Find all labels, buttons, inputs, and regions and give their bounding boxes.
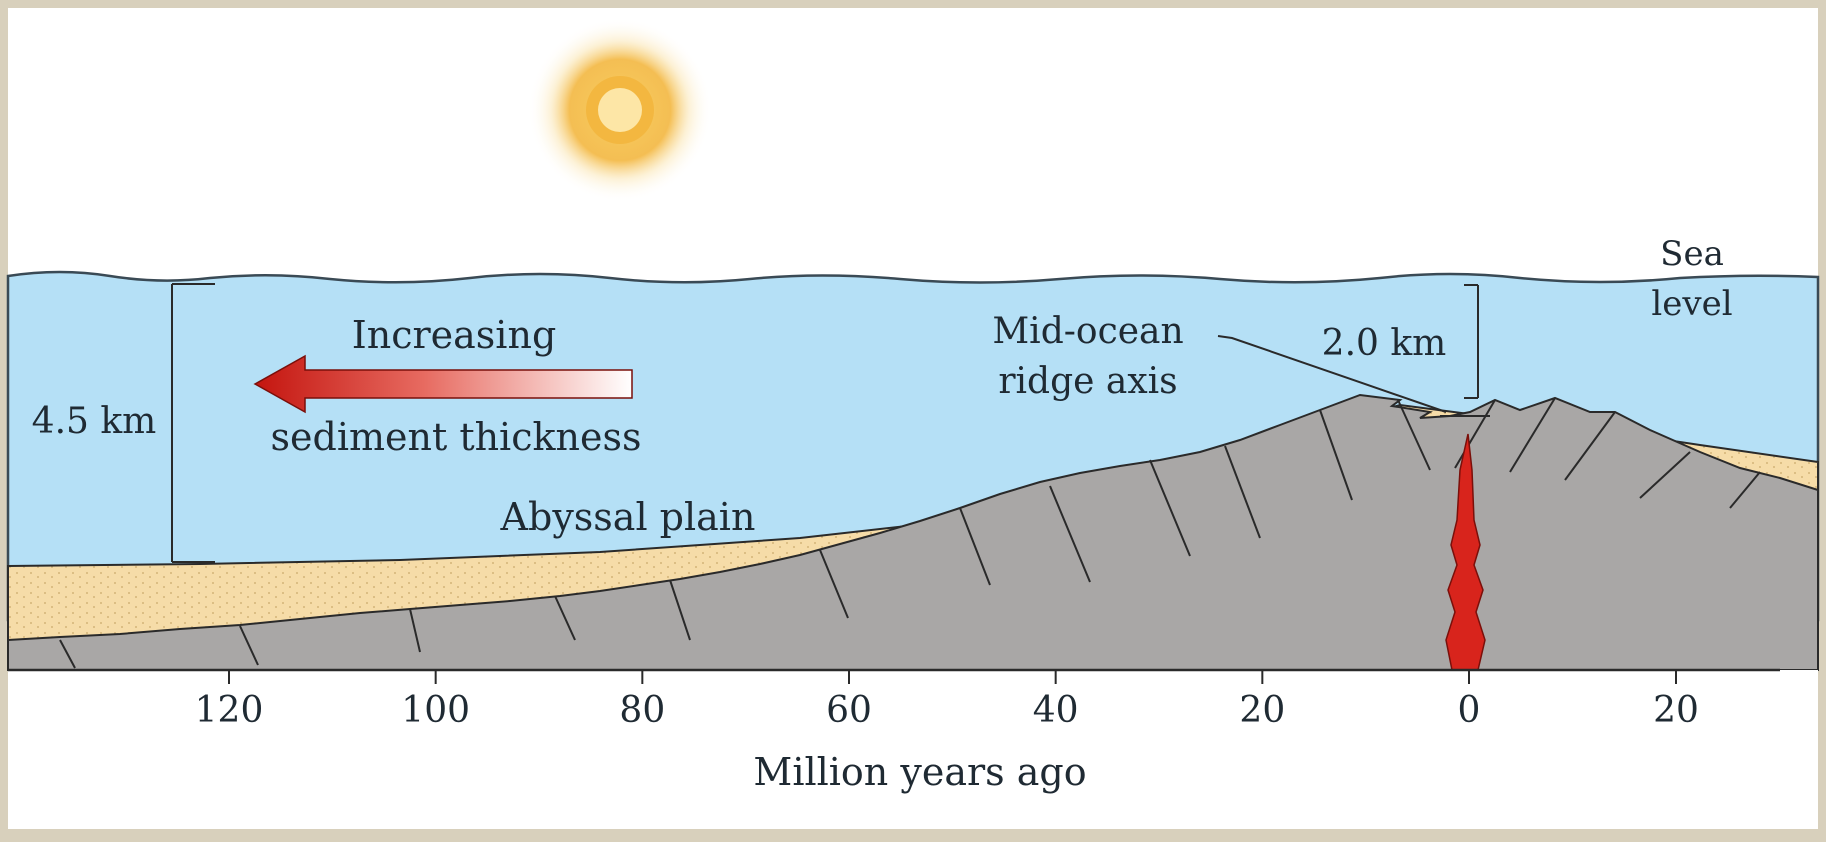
ridge-axis-label-line1: Mid-ocean (992, 311, 1183, 352)
x-tick-label: 20 (1653, 690, 1699, 731)
x-tick-label: 0 (1458, 690, 1481, 731)
fault-blocks (59, 397, 1761, 669)
abyssal-plain-label: Abyssal plain (500, 495, 756, 539)
ridge-depth-bracket (1440, 284, 1490, 417)
x-axis-title: Million years ago (753, 750, 1086, 794)
ridge-axis-label-line2: ridge axis (998, 361, 1177, 402)
x-axis-ticks: 120 100 80 60 40 20 0 20 (195, 670, 1699, 731)
sun-icon (528, 18, 712, 202)
x-tick-label: 20 (1239, 690, 1285, 731)
oceanic-crust (7, 393, 1819, 671)
ridge-axis-leader (1217, 335, 1447, 413)
x-tick-label: 60 (826, 690, 872, 731)
plain-depth-label: 4.5 km (32, 401, 157, 442)
sea-level-label-line2: level (1651, 284, 1732, 324)
x-tick-label: 40 (1033, 690, 1079, 731)
sediment-arrow-label-line2: sediment thickness (271, 415, 642, 459)
ridge-depth-label: 2.0 km (1322, 323, 1447, 364)
sediment-arrow-label-line1: Increasing (352, 313, 557, 357)
sediment-arrow-icon (253, 354, 633, 414)
x-tick-label: 120 (195, 690, 264, 731)
x-tick-label: 100 (401, 690, 470, 731)
sea-level-label-line1: Sea (1660, 234, 1724, 274)
x-tick-label: 80 (619, 690, 665, 731)
lower-panel (8, 670, 1818, 829)
plain-depth-bracket (171, 283, 215, 563)
